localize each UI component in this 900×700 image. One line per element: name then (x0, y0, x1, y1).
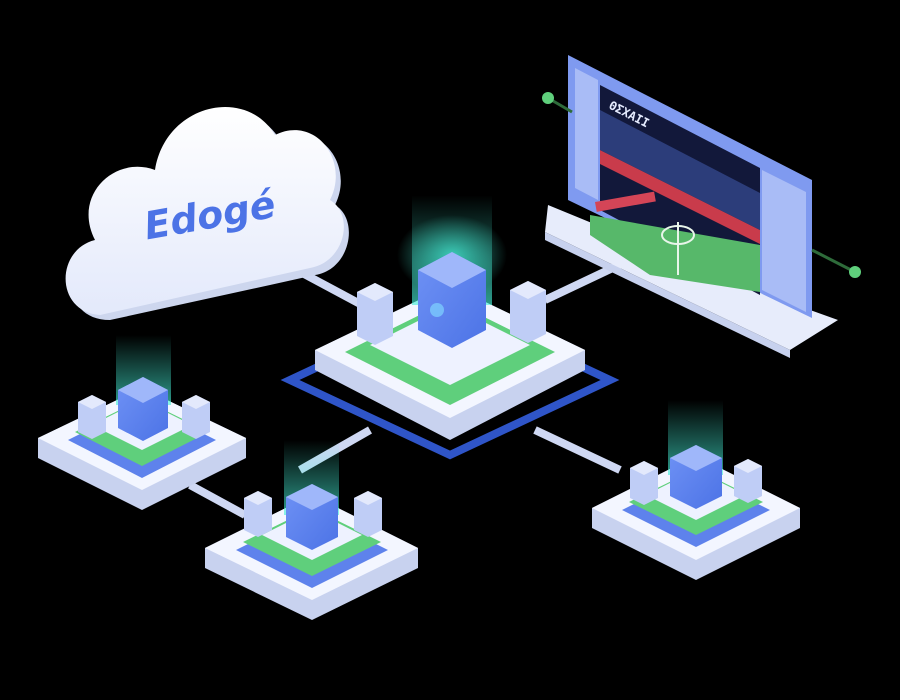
sponsor-banner (595, 191, 656, 212)
edge-node-2 (205, 440, 418, 620)
server-cube-icon (118, 377, 168, 441)
football-pitch (590, 215, 760, 292)
display-side-panel (575, 68, 598, 200)
node-3-tower-left (630, 461, 658, 505)
server-cube-icon (286, 484, 338, 550)
cloud: Edogé (65, 106, 349, 320)
link-hub-node-3 (533, 426, 622, 474)
node-2-tower-left (244, 491, 272, 537)
stadium-display: ΘΣΧΑΙΙ (542, 55, 861, 358)
node-3-tower-right (734, 459, 762, 503)
edge-node-3 (592, 400, 800, 580)
hub-node (280, 195, 620, 460)
server-cube-icon (670, 445, 722, 509)
hub-tower-right (510, 281, 546, 343)
edge-node-1 (38, 335, 246, 510)
display-right-panel (762, 170, 806, 312)
node-1-tower-left (78, 395, 106, 439)
hub-tower-left (357, 283, 393, 345)
link-node-1-node-2 (188, 481, 247, 519)
node-2-tower-right (354, 491, 382, 537)
scoreboard-band (600, 150, 760, 244)
cloud-icon (65, 106, 349, 320)
display-base-side (545, 232, 790, 358)
node-1-tower-right (182, 395, 210, 439)
crowd-area (600, 110, 760, 230)
server-cube-icon (418, 252, 486, 348)
cable-connector-icon (542, 92, 861, 278)
